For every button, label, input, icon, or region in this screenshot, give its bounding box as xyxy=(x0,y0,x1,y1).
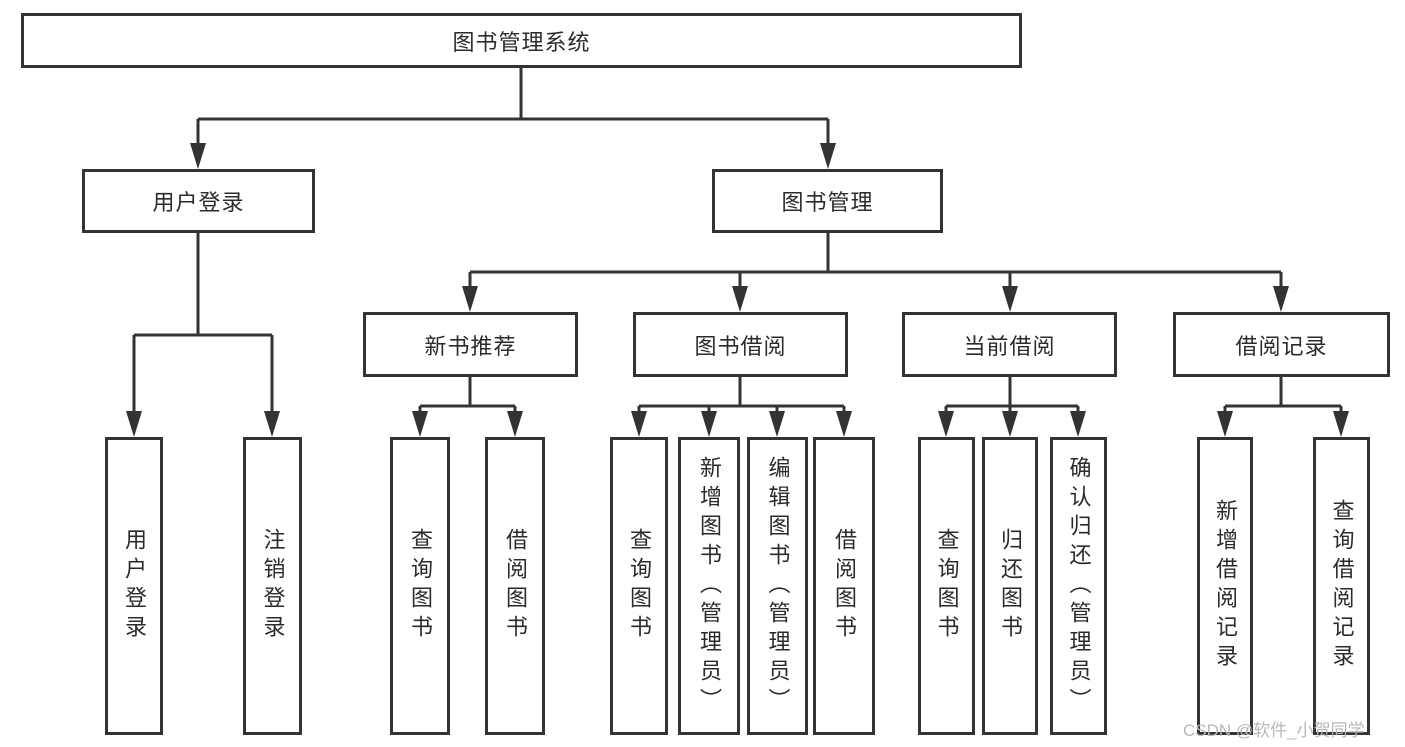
connector-book-management-children xyxy=(468,233,1283,291)
leaf-logout: 注销登录 xyxy=(243,437,302,735)
connector-user-login-children xyxy=(132,233,274,416)
leaf-recommend-query-books: 查询图书 xyxy=(390,437,450,735)
leaf-label: 新增图书（管理员） xyxy=(697,455,722,717)
arrowheads-current-children xyxy=(938,411,1086,437)
leaf-label: 查询图书 xyxy=(408,528,433,644)
node-label: 图书借阅 xyxy=(694,333,787,359)
node-label: 当前借阅 xyxy=(963,333,1056,359)
leaf-label: 查询图书 xyxy=(627,528,652,644)
connector-recommend-children xyxy=(418,377,517,416)
leaf-records-add-record: 新增借阅记录 xyxy=(1197,437,1253,735)
leaf-label: 查询借阅记录 xyxy=(1329,499,1355,673)
leaf-label: 新增借阅记录 xyxy=(1213,499,1238,673)
node-book-management: 图书管理 xyxy=(712,169,943,233)
leaf-label: 编辑图书（管理员） xyxy=(765,455,791,717)
connector-records-children xyxy=(1223,377,1343,416)
arrowheads-borrowing-children xyxy=(631,411,852,437)
leaf-label: 查询图书 xyxy=(934,528,960,644)
leaf-borrowing-borrow-books: 借阅图书 xyxy=(813,437,875,735)
arrowheads-user-login-children xyxy=(126,411,280,437)
arrowheads-recommend-children xyxy=(412,411,523,437)
node-current-borrowing: 当前借阅 xyxy=(902,312,1117,377)
node-borrowing-records: 借阅记录 xyxy=(1173,312,1390,377)
leaf-current-return-books: 归还图书 xyxy=(982,437,1038,735)
leaf-label: 归还图书 xyxy=(998,528,1023,644)
node-label: 新书推荐 xyxy=(424,333,517,359)
arrowheads-book-management-children xyxy=(462,286,1289,312)
leaf-borrowing-add-books-admin: 新增图书（管理员） xyxy=(678,437,740,735)
connector-borrowing-children xyxy=(637,377,846,416)
leaf-label: 确认归还（管理员） xyxy=(1066,455,1092,717)
leaf-borrowing-edit-books-admin: 编辑图书（管理员） xyxy=(747,437,808,735)
leaf-label: 用户登录 xyxy=(122,528,147,644)
node-book-borrowing: 图书借阅 xyxy=(633,312,848,377)
node-user-login: 用户登录 xyxy=(82,169,315,233)
leaf-user-login: 用户登录 xyxy=(105,437,163,735)
leaf-label: 借阅图书 xyxy=(832,528,857,644)
node-new-book-recommend: 新书推荐 xyxy=(363,312,578,377)
leaf-current-confirm-return-admin: 确认归还（管理员） xyxy=(1050,437,1107,735)
watermark: CSDN @软件_小贺同学 xyxy=(1183,721,1365,740)
leaf-borrowing-query-books: 查询图书 xyxy=(610,437,668,735)
leaf-label: 借阅图书 xyxy=(503,528,528,644)
node-library-management-system: 图书管理系统 xyxy=(21,13,1022,68)
connector-root-to-branches xyxy=(196,68,830,148)
node-label: 图书管理 xyxy=(781,190,874,215)
leaf-records-query-record: 查询借阅记录 xyxy=(1313,437,1370,735)
node-label: 借阅记录 xyxy=(1235,333,1328,359)
arrowheads-root-to-branches xyxy=(190,143,836,169)
node-label: 图书管理系统 xyxy=(452,29,591,55)
connector-current-children xyxy=(944,377,1080,416)
leaf-recommend-borrow-books: 借阅图书 xyxy=(485,437,545,735)
arrowheads-records-children xyxy=(1217,411,1349,437)
node-label: 用户登录 xyxy=(152,190,245,215)
leaf-current-query-books: 查询图书 xyxy=(918,437,975,735)
leaf-label: 注销登录 xyxy=(260,528,286,644)
